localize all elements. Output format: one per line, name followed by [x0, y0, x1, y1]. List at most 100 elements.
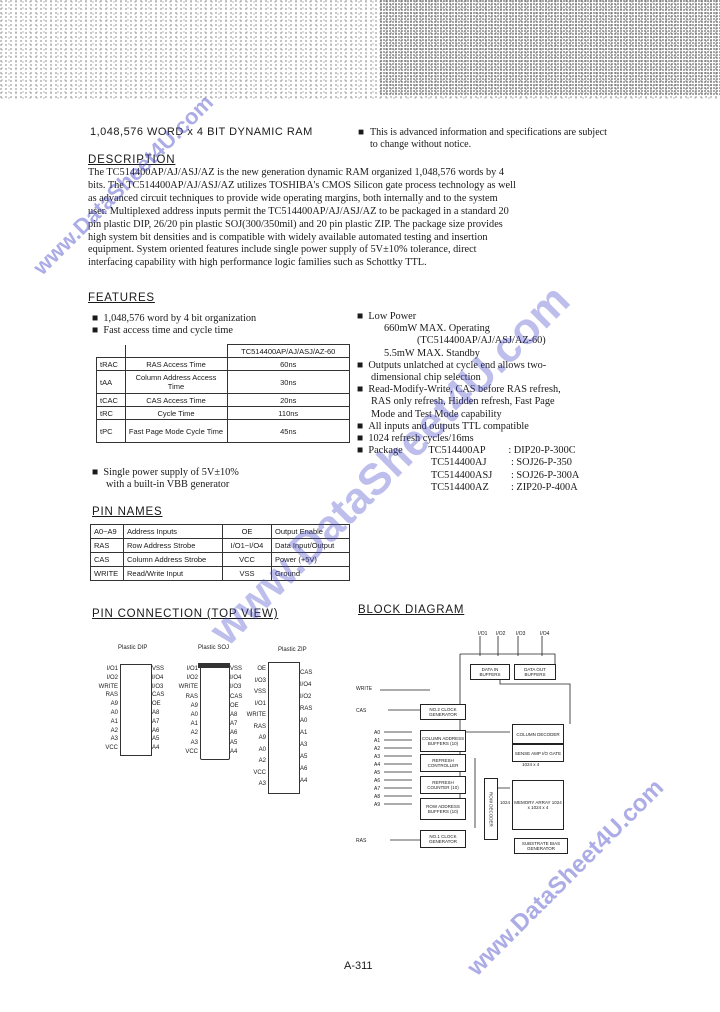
dip-pin-label: A1: [110, 718, 118, 725]
input-signal-label: A7: [374, 786, 381, 792]
description-body: The TC514400AP/AJ/ASJ/AZ is the new gene…: [88, 167, 608, 270]
pin-names-heading: PIN NAMES: [92, 506, 163, 518]
power-supply-line: with a built-in VBB generator: [106, 479, 230, 491]
soj-pin-label: A9: [190, 702, 198, 709]
zip-pin-label: A4: [300, 778, 308, 784]
data-in-buffers: DATA IN BUFFERS: [470, 664, 510, 680]
zip-package: [268, 662, 300, 794]
soj-pin-label: RAS: [185, 693, 198, 700]
io-label: I/O3: [516, 631, 526, 637]
timing-table-header: TC514400AP/AJ/ASJ/AZ-60: [226, 344, 350, 358]
soj-pin-label: A1: [190, 721, 198, 728]
input-signal-label: A8: [374, 794, 381, 800]
description-line: interfacing capability with high perform…: [88, 257, 427, 269]
io-label: I/O4: [540, 631, 550, 637]
description-heading: DESCRIPTION: [88, 154, 176, 166]
pin-connection-heading: PIN CONNECTION (TOP VIEW): [92, 608, 279, 620]
input-signal-label: A2: [374, 746, 381, 752]
dip-pin-label: OE: [152, 701, 161, 708]
zip-pin-label: RAS: [253, 723, 266, 730]
zip-pin-label: A3: [258, 781, 266, 787]
page-number: A-311: [344, 960, 373, 972]
advance-notice: ■ This is advanced information and speci…: [358, 127, 607, 150]
soj-pin-label: VCC: [185, 748, 198, 755]
soj-package: [200, 664, 230, 760]
zip-pin-label: RAS: [300, 706, 313, 712]
input-signal-label: A5: [374, 770, 381, 776]
zip-pin-label: VSS: [253, 689, 266, 695]
dip-pin-label: A8: [152, 710, 160, 716]
features-left-list: ■ 1,048,576 word by 4 bit organization ■…: [92, 313, 256, 337]
soj-notch: [198, 663, 230, 668]
input-signal-label: A1: [374, 738, 381, 744]
dip-pin-label: I/O2: [106, 674, 118, 681]
dip-pin-label: I/O3: [152, 683, 164, 690]
sense-amp: SENSE AMP I/O GATE: [512, 744, 564, 762]
input-signal-label: CAS: [356, 708, 367, 714]
input-signal-label: A0: [374, 730, 381, 736]
description-line: high system bit densities and is compati…: [88, 231, 488, 243]
zip-pin-label: I/O3: [254, 677, 266, 684]
no1-clock-generator: NO.1 CLOCK GENERATOR: [420, 830, 466, 848]
zip-pin-label: VCC: [253, 769, 266, 776]
dip-pin-label: A4: [152, 745, 160, 752]
refresh-counter: REFRESH COUNTER (10): [420, 776, 466, 794]
dip-pin-label: A6: [152, 727, 160, 734]
dip-pin-label: WRITE: [98, 683, 118, 690]
feature-item: ■ Fast access time and cycle time: [92, 325, 233, 337]
dip-pin-label: A9: [110, 701, 118, 708]
soj-label: Plastic SOJ: [198, 645, 230, 651]
zip-pin-label: I/O2: [300, 694, 312, 700]
features-heading: FEATURES: [88, 292, 155, 304]
zip-pin-label: I/O4: [300, 682, 312, 688]
soj-pin-label: I/O4: [230, 675, 242, 682]
input-signal-label: RAS: [356, 838, 367, 844]
row-size-label: 1024: [500, 800, 511, 805]
zip-pin-label: A5: [300, 754, 308, 760]
dip-pin-label: A2: [110, 727, 118, 734]
soj-pin-label: I/O1: [186, 666, 198, 672]
dip-package: [120, 664, 152, 756]
soj-pin-label: I/O2: [186, 675, 198, 682]
power-supply-line: Single power supply of 5V±10%: [103, 467, 239, 478]
zip-pin-label: A2: [258, 758, 266, 764]
zip-pin-label: A3: [300, 742, 308, 748]
memory-array: MEMORY ARRAY 1024 x 1024 x 4: [512, 780, 564, 830]
feature-item: ■ 1,048,576 word by 4 bit organization: [92, 313, 257, 324]
column-size-label: 1024 x 4: [522, 762, 540, 767]
column-decoder: COLUMN DECODER: [512, 724, 564, 744]
zip-pin-label: A6: [300, 766, 308, 772]
zip-pin-label: I/O1: [254, 700, 266, 707]
soj-pin-label: CAS: [230, 693, 243, 700]
input-signal-label: A3: [374, 754, 381, 760]
power-supply-feature: ■ Single power supply of 5V±10% with a b…: [92, 467, 239, 491]
column-address-buffers: COLUMN ADDRESS BUFFERS (10): [420, 730, 466, 752]
row-address-buffers: ROW ADDRESS BUFFERS (10): [420, 798, 466, 820]
zip-pin-label: OE: [257, 666, 266, 672]
features-right-list: ■ Low Power 660mW MAX. Operating (TC5144…: [357, 311, 580, 493]
input-signal-label: A6: [374, 778, 381, 784]
description-line: pin plastic DIP, 26/20 pin plastic SOJ(3…: [88, 218, 503, 230]
dip-pin-label: A3: [110, 736, 118, 743]
description-line: user. Multiplexed address inputs permit …: [88, 205, 509, 217]
io-label: I/O1: [478, 631, 488, 637]
data-out-buffers: DATA OUT BUFFERS: [514, 664, 556, 680]
soj-pin-label: A5: [230, 739, 238, 746]
dip-pin-label: A0: [110, 710, 118, 716]
description-line: as advanced circuit techniques to provid…: [88, 192, 498, 204]
dip-label: Plastic DIP: [118, 645, 148, 651]
zip-pin-label: A1: [300, 730, 308, 736]
dip-pin-label: CAS: [152, 692, 165, 699]
soj-pin-label: VSS: [230, 666, 243, 672]
dip-pin-label: A5: [152, 736, 160, 743]
dip-pin-label: VCC: [105, 745, 118, 752]
advance-notice-text: This is advanced information and specifi…: [370, 127, 607, 150]
